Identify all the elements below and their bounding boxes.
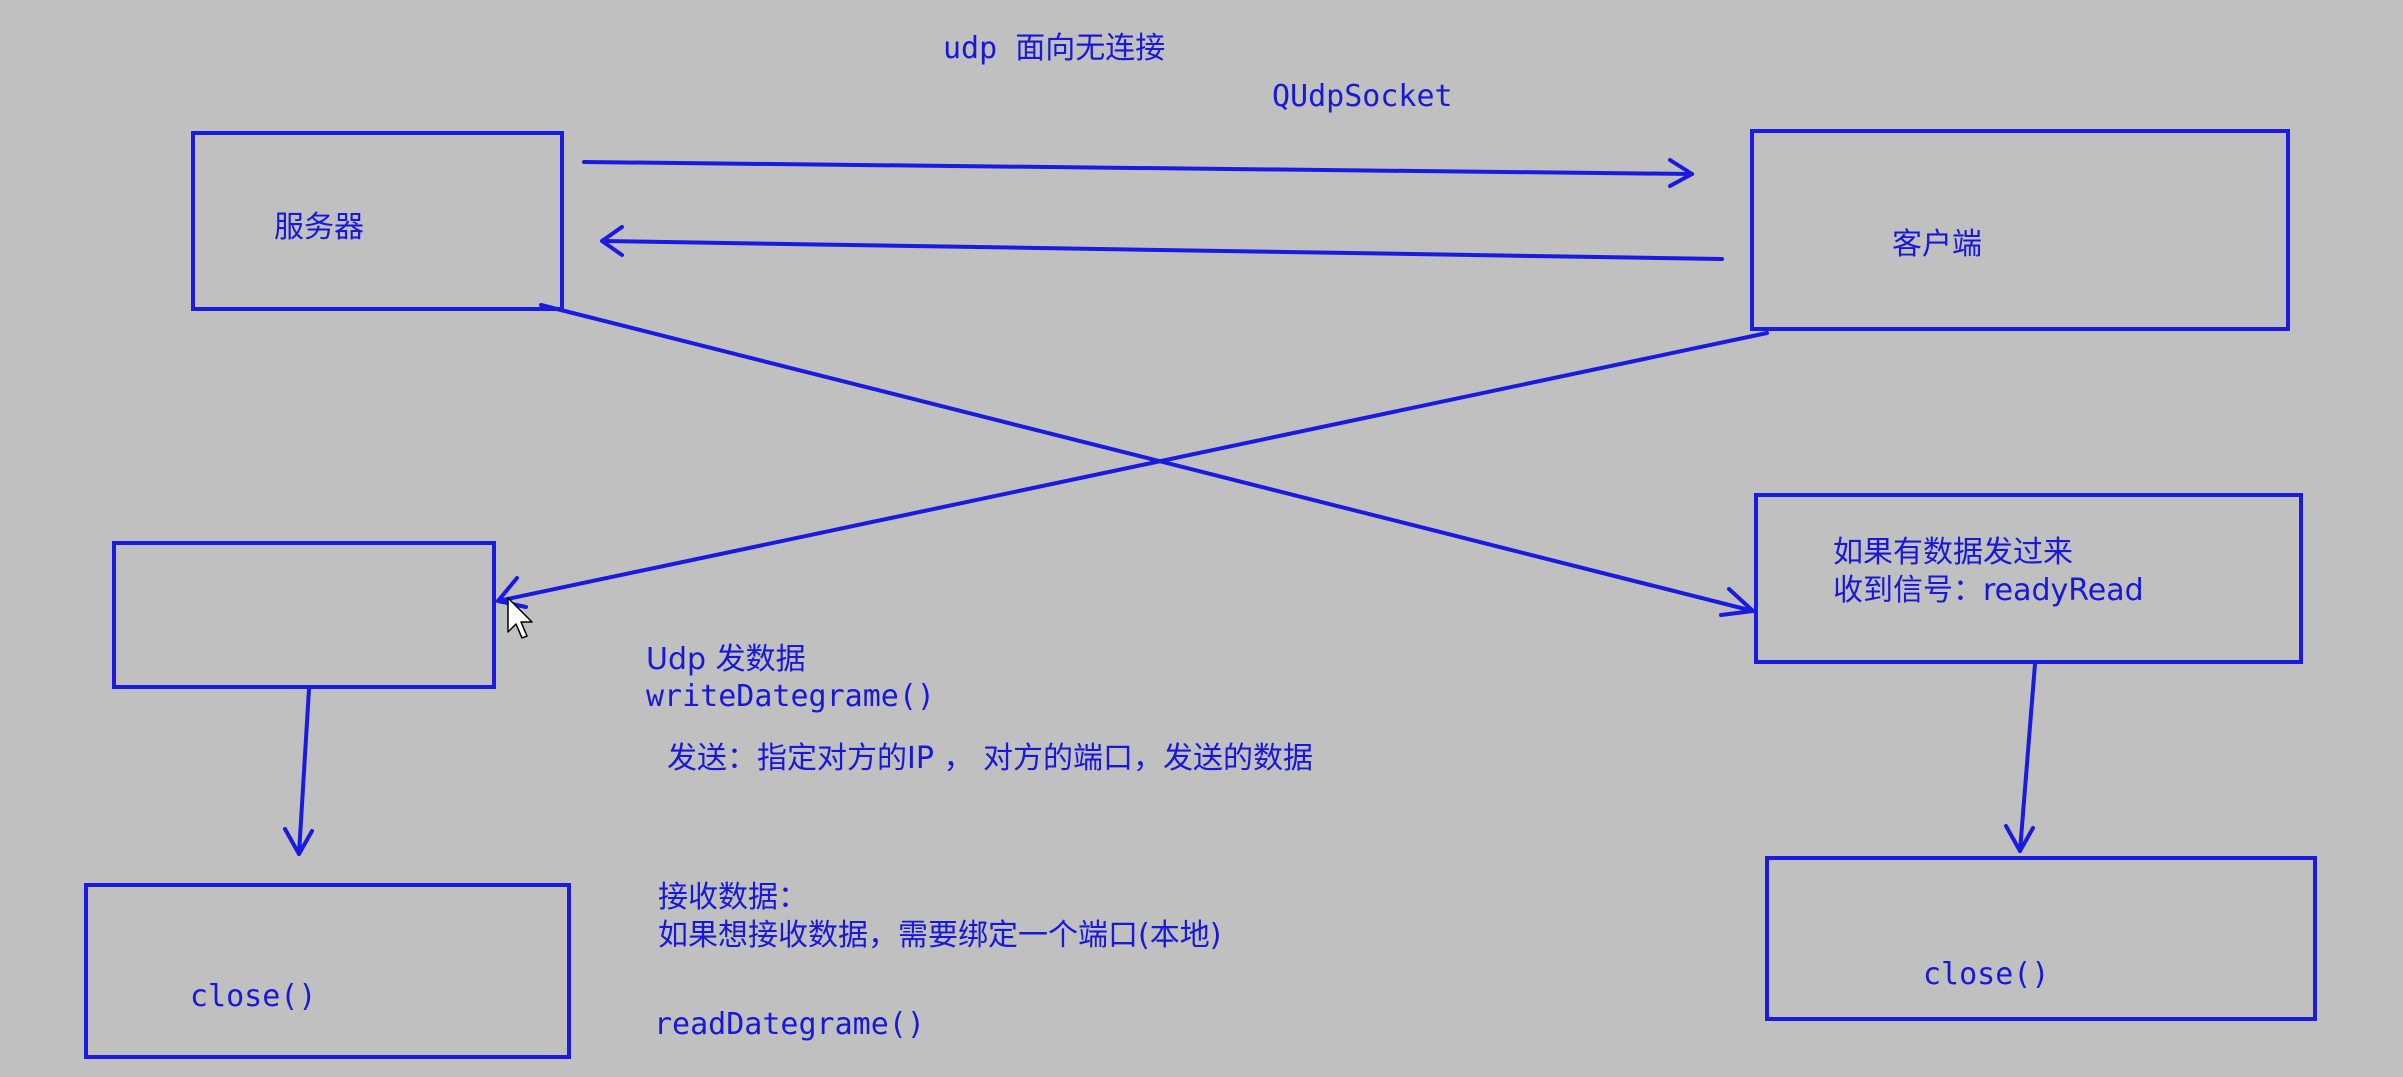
send-notes-line2: writeDategrame() — [646, 679, 935, 714]
arrow-client-to-server — [600, 225, 1724, 261]
send-notes-line1: Udp 发数据 — [646, 642, 806, 677]
server-label: 服务器 — [274, 210, 364, 245]
client-receive-line1: 如果有数据发过来 — [1833, 535, 2073, 570]
client-label: 客户端 — [1892, 227, 1982, 262]
server-close-label: close() — [190, 979, 317, 1014]
receive-notes-line3: readDategrame() — [654, 1007, 925, 1042]
client-box: 客户端 — [1750, 129, 2290, 331]
client-close-box: close() — [1765, 856, 2317, 1021]
client-receive-line2: 收到信号：readyRead — [1833, 573, 2144, 608]
server-box: 服务器 — [191, 131, 564, 311]
diagram-title: udp 面向无连接 — [943, 31, 1166, 66]
send-notes-line3: 发送：指定对方的IP ， 对方的端口，发送的数据 — [667, 741, 1314, 776]
server-receive-box — [112, 541, 496, 689]
client-receive-box: 如果有数据发过来 收到信号：readyRead — [1754, 493, 2303, 664]
client-close-label: close() — [1923, 957, 2050, 992]
arrow-client-to-server-receive — [496, 331, 1769, 609]
server-close-box: close() — [84, 883, 571, 1059]
diagram-subtitle: QUdpSocket — [1272, 79, 1453, 114]
arrow-server-to-client — [582, 158, 1694, 188]
receive-notes-line1: 接收数据： — [658, 880, 808, 915]
mouse-cursor-icon — [507, 597, 533, 639]
arrow-client-receive-to-close — [2004, 662, 2037, 853]
arrow-server-to-client-receive — [539, 303, 1755, 617]
receive-notes-line2: 如果想接收数据，需要绑定一个端口(本地) — [658, 918, 1222, 953]
arrow-server-receive-to-close — [283, 687, 314, 856]
